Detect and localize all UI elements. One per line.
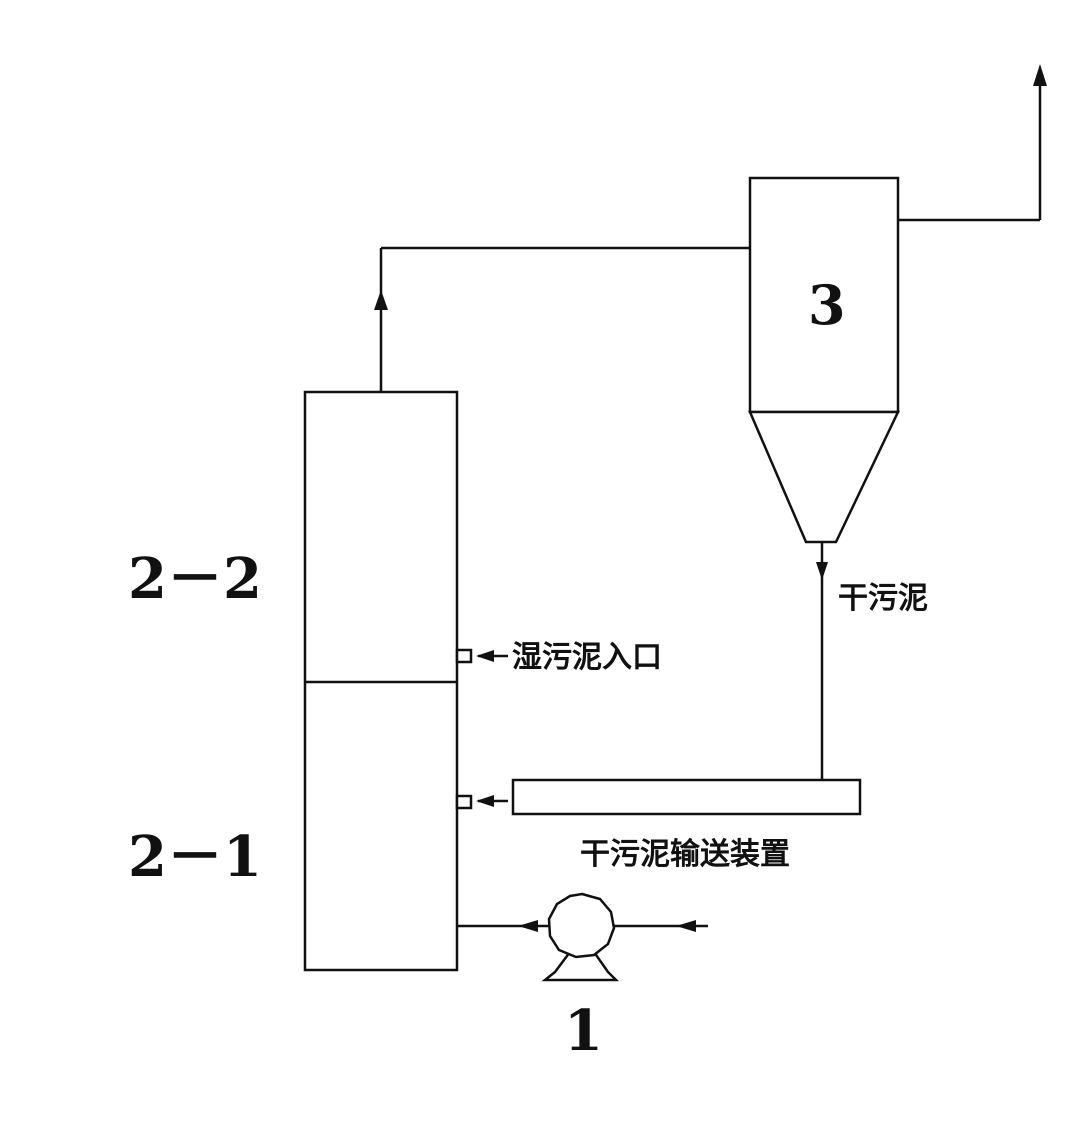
pump-label: 1: [564, 998, 603, 1064]
feed-line: [457, 920, 708, 932]
section-lower-label: 2－1: [128, 824, 262, 890]
left-arrow-icon: [476, 650, 494, 662]
wet-sludge-inlet-arrow: [476, 650, 508, 662]
dryer-column: [303, 390, 473, 972]
dry-sludge-drop-line: [816, 542, 828, 780]
cyclone-separator: [748, 176, 900, 544]
section-upper-label: 2－2: [128, 546, 262, 612]
dry-sludge-conveyor: [511, 778, 862, 816]
dry-sludge-return-nozzle: [455, 794, 473, 810]
dry-sludge-label: 干污泥: [838, 581, 928, 616]
dry-sludge-conveyor-label: 干污泥输送装置: [580, 837, 790, 872]
separator-cone: [748, 410, 900, 544]
wet-sludge-inlet-nozzle: [455, 648, 473, 664]
exhaust-arrow-icon: [1033, 64, 1047, 86]
pump: [541, 892, 620, 982]
exhaust-line: [898, 64, 1047, 222]
down-arrow-icon: [816, 562, 828, 580]
wet-sludge-inlet-label: 湿污泥入口: [512, 640, 662, 675]
up-arrow-icon: [374, 290, 388, 310]
pump-body: [547, 892, 616, 959]
left-arrow-icon: [518, 920, 538, 932]
conveyor-return-arrow: [476, 795, 508, 807]
column-to-separator-line: [374, 246, 750, 392]
left-arrow-icon: [476, 795, 494, 807]
separator-cylinder: [748, 176, 900, 414]
separator-label: 3: [808, 273, 846, 337]
left-arrow-icon: [676, 920, 696, 932]
